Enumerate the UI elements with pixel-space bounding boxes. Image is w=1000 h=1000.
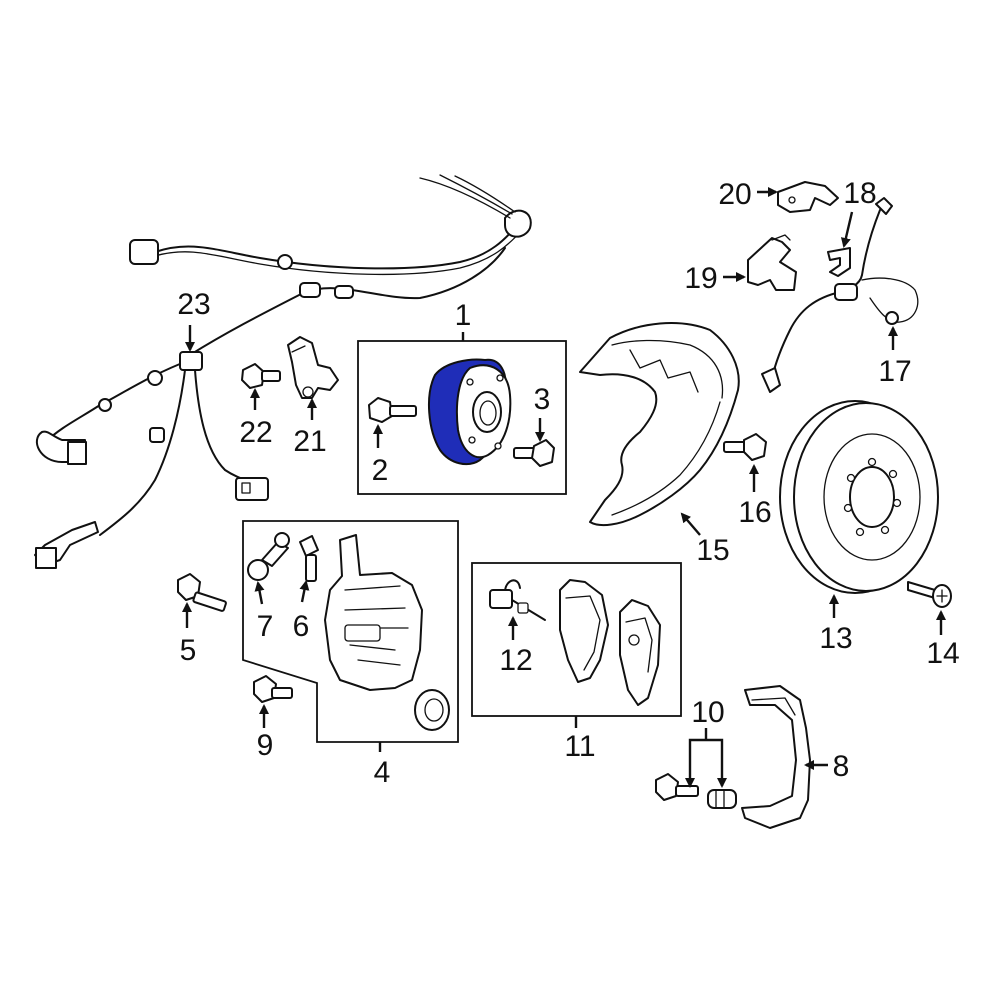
callout-2: 2	[372, 454, 389, 487]
callout-1: 1	[455, 299, 472, 332]
callout-18: 18	[843, 177, 876, 210]
callout-14: 14	[926, 637, 959, 670]
part-5-bolt[interactable]	[177, 573, 227, 612]
part-15-splash-shield[interactable]	[579, 322, 740, 527]
callout-5: 5	[180, 634, 197, 667]
callout-7: 7	[257, 610, 274, 643]
part-19-bracket[interactable]	[747, 234, 797, 291]
callout-3: 3	[534, 383, 551, 416]
caliper-group	[242, 520, 459, 743]
callout-9: 9	[257, 729, 274, 762]
part-21-speed-sensor[interactable]	[287, 336, 339, 399]
callout-12: 12	[499, 644, 532, 677]
part-2-hub-bolt[interactable]	[368, 397, 417, 423]
part-16-bolt[interactable]	[723, 433, 767, 461]
callout-labels: 1 2 3 4 5 6 7 8 9 10 11 12 13 14 15 16 1…	[177, 177, 959, 789]
part-1-wheel-hub[interactable]	[428, 358, 512, 466]
part-3-hub-bolt[interactable]	[513, 439, 555, 467]
callout-10: 10	[691, 696, 724, 729]
caliper-box	[242, 520, 459, 743]
part-23-wiring-harness[interactable]	[34, 174, 532, 569]
callout-20: 20	[718, 178, 751, 211]
part-10-bushing[interactable]	[707, 789, 737, 809]
part-12-wear-sensor[interactable]	[489, 579, 546, 621]
callout-16: 16	[738, 496, 771, 529]
callout-6: 6	[293, 610, 310, 643]
callout-4: 4	[374, 756, 391, 789]
part-13-brake-disc[interactable]	[779, 400, 939, 594]
part-10-bolt[interactable]	[655, 773, 699, 801]
callout-13: 13	[819, 622, 852, 655]
part-14-screw[interactable]	[907, 581, 952, 608]
callout-8: 8	[833, 750, 850, 783]
callout-19: 19	[684, 262, 717, 295]
leader-lines	[182, 187, 946, 788]
callout-17: 17	[878, 355, 911, 388]
callout-22: 22	[239, 416, 272, 449]
callout-15: 15	[696, 534, 729, 567]
part-17-brake-hose[interactable]	[761, 197, 919, 393]
callout-23: 23	[177, 288, 210, 321]
part-20-bracket[interactable]	[777, 181, 839, 213]
part-9-bolt[interactable]	[253, 675, 293, 703]
part-6-guide-bolt[interactable]	[299, 535, 319, 582]
part-4-caliper[interactable]	[324, 534, 450, 731]
part-7-bleeder-cap[interactable]	[247, 532, 290, 581]
part-8-caliper-carrier[interactable]	[741, 685, 811, 829]
part-18-clip[interactable]	[827, 247, 851, 277]
part-22-bolt[interactable]	[241, 363, 281, 389]
part-11-brake-pads[interactable]	[559, 579, 661, 706]
callout-21: 21	[293, 425, 326, 458]
callout-11: 11	[564, 730, 595, 763]
